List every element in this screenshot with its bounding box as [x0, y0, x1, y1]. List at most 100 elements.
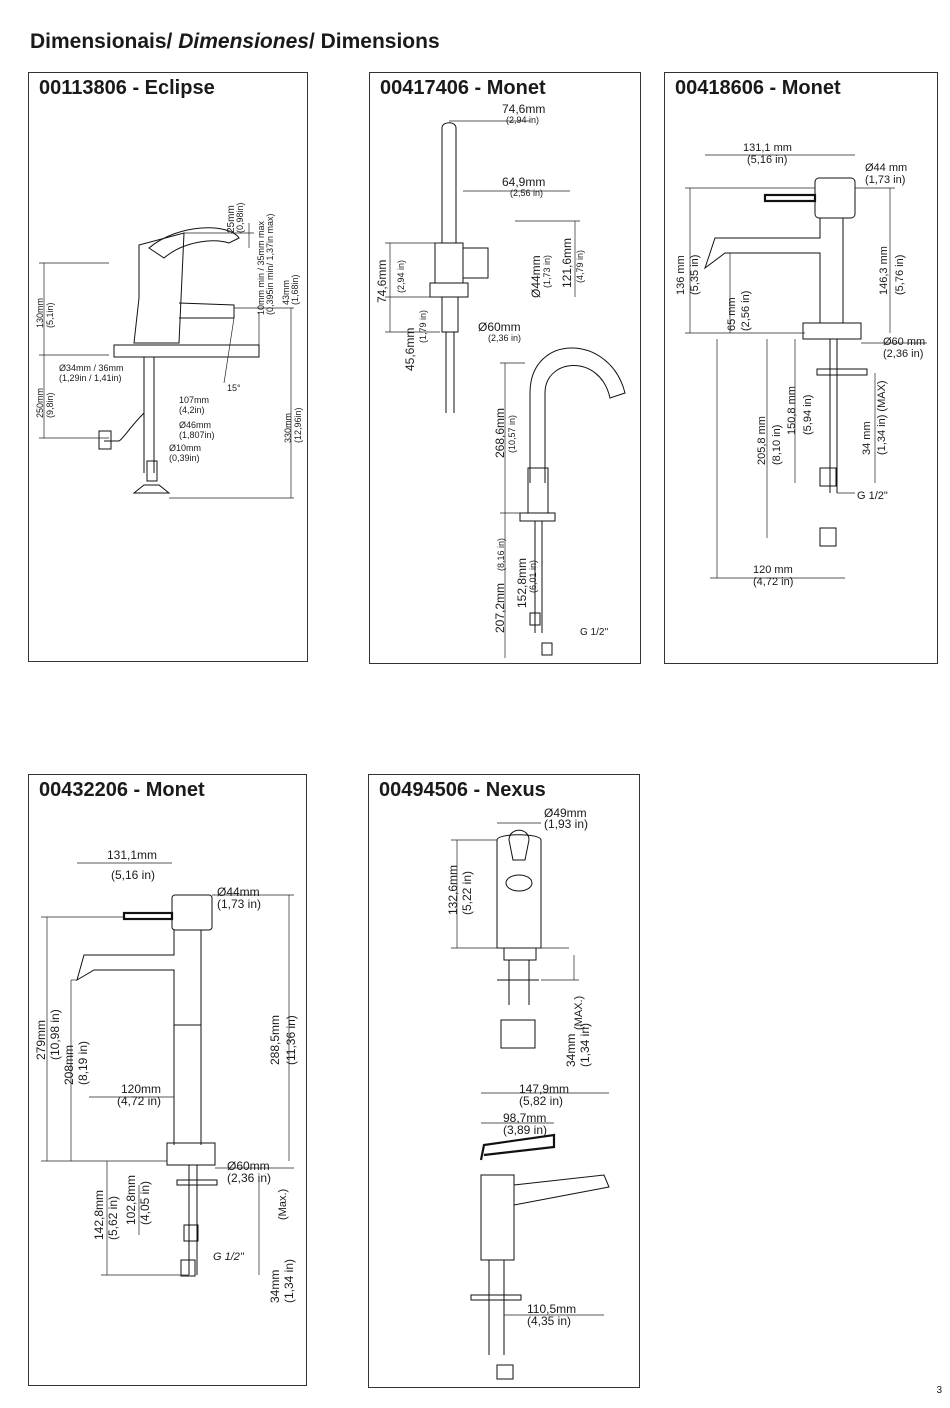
dim-label: (2,36 in) [227, 1171, 271, 1185]
dim-label: (8,10 in) [771, 425, 783, 465]
dim-label: Ø44 mm [865, 162, 907, 174]
page-number: 3 [936, 1385, 942, 1396]
dim-label: (5,62 in) [106, 1196, 120, 1240]
dim-label: (5,22 in) [460, 871, 474, 915]
panel-monet-00432206: 00432206 - Monet 131,1mm [28, 774, 307, 1386]
dim-label: (2,56 in) [510, 188, 543, 198]
dim-label: 34 mm [861, 421, 873, 455]
dim-label: Ø60mm [478, 320, 521, 334]
dim-label: (4,79 in) [575, 250, 585, 283]
dim-label: (4,35 in) [527, 1314, 571, 1328]
dim-label: 10mm min / 35mm max [256, 220, 266, 315]
dim-label: 208mm [62, 1045, 76, 1085]
dim-label: (2,36 in) [488, 333, 521, 343]
dim-label: 107mm [179, 395, 209, 405]
dim-label: Ø60 mm [883, 336, 925, 348]
dim-label: (2,36 in) [883, 348, 923, 360]
eclipse-faucet-drawing [98, 227, 260, 494]
nexus-front-view-drawing [496, 829, 542, 1049]
page-title: Dimensionais/ Dimensiones/ Dimensions [30, 30, 440, 53]
dim-label: (5,94 in) [802, 395, 814, 435]
dim-label: (8,16 in) [496, 538, 506, 571]
dim-label: 268,6mm [493, 408, 507, 458]
dim-label: Ø34mm / 36mm [59, 363, 124, 373]
dim-label: (0,395in min/ 1,37in max) [265, 213, 275, 315]
dim-label: Ø44mm [529, 255, 543, 298]
dim-label: 120 mm [753, 564, 793, 576]
dim-label: 330mm [283, 413, 293, 443]
dim-label: (10,98 in) [48, 1009, 62, 1060]
dim-label: (9,8in) [45, 392, 55, 418]
dim-label: 65 mm [726, 297, 738, 331]
dim-label: (MAX.) [573, 996, 585, 1030]
panel-monet-00417406: 00417406 - Monet [369, 72, 641, 664]
nexus-side-view-drawing [470, 1133, 610, 1380]
dim-label: Ø60mm [227, 1159, 270, 1173]
dim-label: 102,8mm [124, 1175, 138, 1225]
dim-label: (4,72 in) [117, 1094, 161, 1108]
dim-label: 34mm [268, 1270, 282, 1303]
dim-label: (2,94 in) [396, 260, 406, 293]
dim-label: (1,34 in) [578, 1023, 592, 1067]
dim-label: 150,8 mm [786, 386, 798, 435]
dim-label: G 1/2" [857, 490, 888, 502]
dim-label: 25mm [226, 205, 237, 233]
monet-00417406-dimension-drawing: 74,6mm (2,94 in) 64,9mm (2,56 in) 74,6mm… [375, 102, 626, 658]
dim-label: (1,79 in) [418, 310, 428, 343]
dim-label: (1,34 in) [282, 1259, 296, 1303]
dim-label: (2,94 in) [506, 115, 539, 125]
dim-label: 120mm [121, 1082, 161, 1096]
panel-title: 00432206 - Monet [39, 779, 205, 801]
dim-label: 136 mm [675, 255, 687, 295]
dim-label: (1,29in / 1,41in) [59, 373, 122, 383]
dim-label: (1,807in) [179, 430, 215, 440]
dim-label: Ø49mm [544, 806, 587, 820]
panel-title: 00113806 - Eclipse [39, 77, 215, 99]
dim-label: 131,1 mm [743, 142, 792, 154]
dim-label: (5,82 in) [519, 1094, 563, 1108]
dim-label: G 1/2" [213, 1251, 245, 1263]
eclipse-dimension-drawing: 25mm (0,98in) 10mm min / 35mm max (0,395… [35, 202, 303, 499]
dim-label: Ø46mm [179, 420, 211, 430]
dim-label: (4,72 in) [753, 576, 793, 588]
panel-monet-00418606: 00418606 - Monet 131,1 mm [664, 72, 938, 664]
dim-label: (0,39in) [169, 453, 200, 463]
panel-title: 00418606 - Monet [675, 77, 841, 99]
dim-label: 121,6mm [560, 238, 574, 288]
dim-label: (1,34 in) (MAX) [876, 380, 888, 455]
dim-label: (5,16 in) [747, 154, 787, 166]
dim-label: (5,16 in) [111, 868, 155, 882]
dim-label: 43mm [281, 280, 291, 305]
panel-eclipse-00113806: 00113806 - Eclipse 25mm (0,98in) 10mm m [28, 72, 308, 662]
dim-label: (8,19 in) [76, 1041, 90, 1085]
monet-00432206-dimension-drawing: 131,1mm (5,16 in) Ø44mm (1,73 in) 279mm … [34, 848, 298, 1303]
dim-label: 131,1mm [107, 848, 157, 862]
monet-basin-faucet-drawing [704, 177, 868, 547]
dim-label: G 1/2'' [580, 627, 608, 638]
dim-label: (11,36 in) [284, 1015, 298, 1065]
dim-label: (1,73 in) [217, 897, 261, 911]
dim-label: 279mm [34, 1020, 48, 1060]
dim-label: 45,6mm [403, 328, 417, 371]
dim-label: (Max.) [277, 1189, 289, 1220]
dim-label: 64,9mm [502, 175, 545, 189]
dim-label: 288,5mm [268, 1015, 282, 1065]
dim-label: 74,6mm [375, 260, 389, 303]
dim-label: Ø10mm [169, 443, 201, 453]
dim-label: (0,98in) [235, 202, 245, 233]
dim-label: (1,73 in) [865, 174, 905, 186]
dim-label: (5,1in) [45, 302, 55, 328]
dim-label: 15° [227, 383, 241, 393]
monet-00418606-dimension-drawing: 131,1 mm (5,16 in) Ø44 mm (1,73 in) 136 … [675, 142, 927, 588]
dim-label: 98,7mm [503, 1111, 546, 1125]
dim-label: (2,56 in) [740, 291, 752, 331]
panel-nexus-00494506: 00494506 - Nexus [368, 774, 640, 1388]
dim-label: 110,5mm [527, 1302, 576, 1316]
dim-label: (12,96in) [293, 407, 303, 443]
dim-label: 132,6mm [446, 865, 460, 915]
dim-label: (1,93 in) [544, 817, 588, 831]
dim-label: (4,05 in) [138, 1181, 152, 1225]
dim-label: 146,3 mm [878, 246, 890, 295]
dim-label: 207,2mm [493, 583, 507, 633]
dim-label: 147,9mm [519, 1082, 569, 1096]
